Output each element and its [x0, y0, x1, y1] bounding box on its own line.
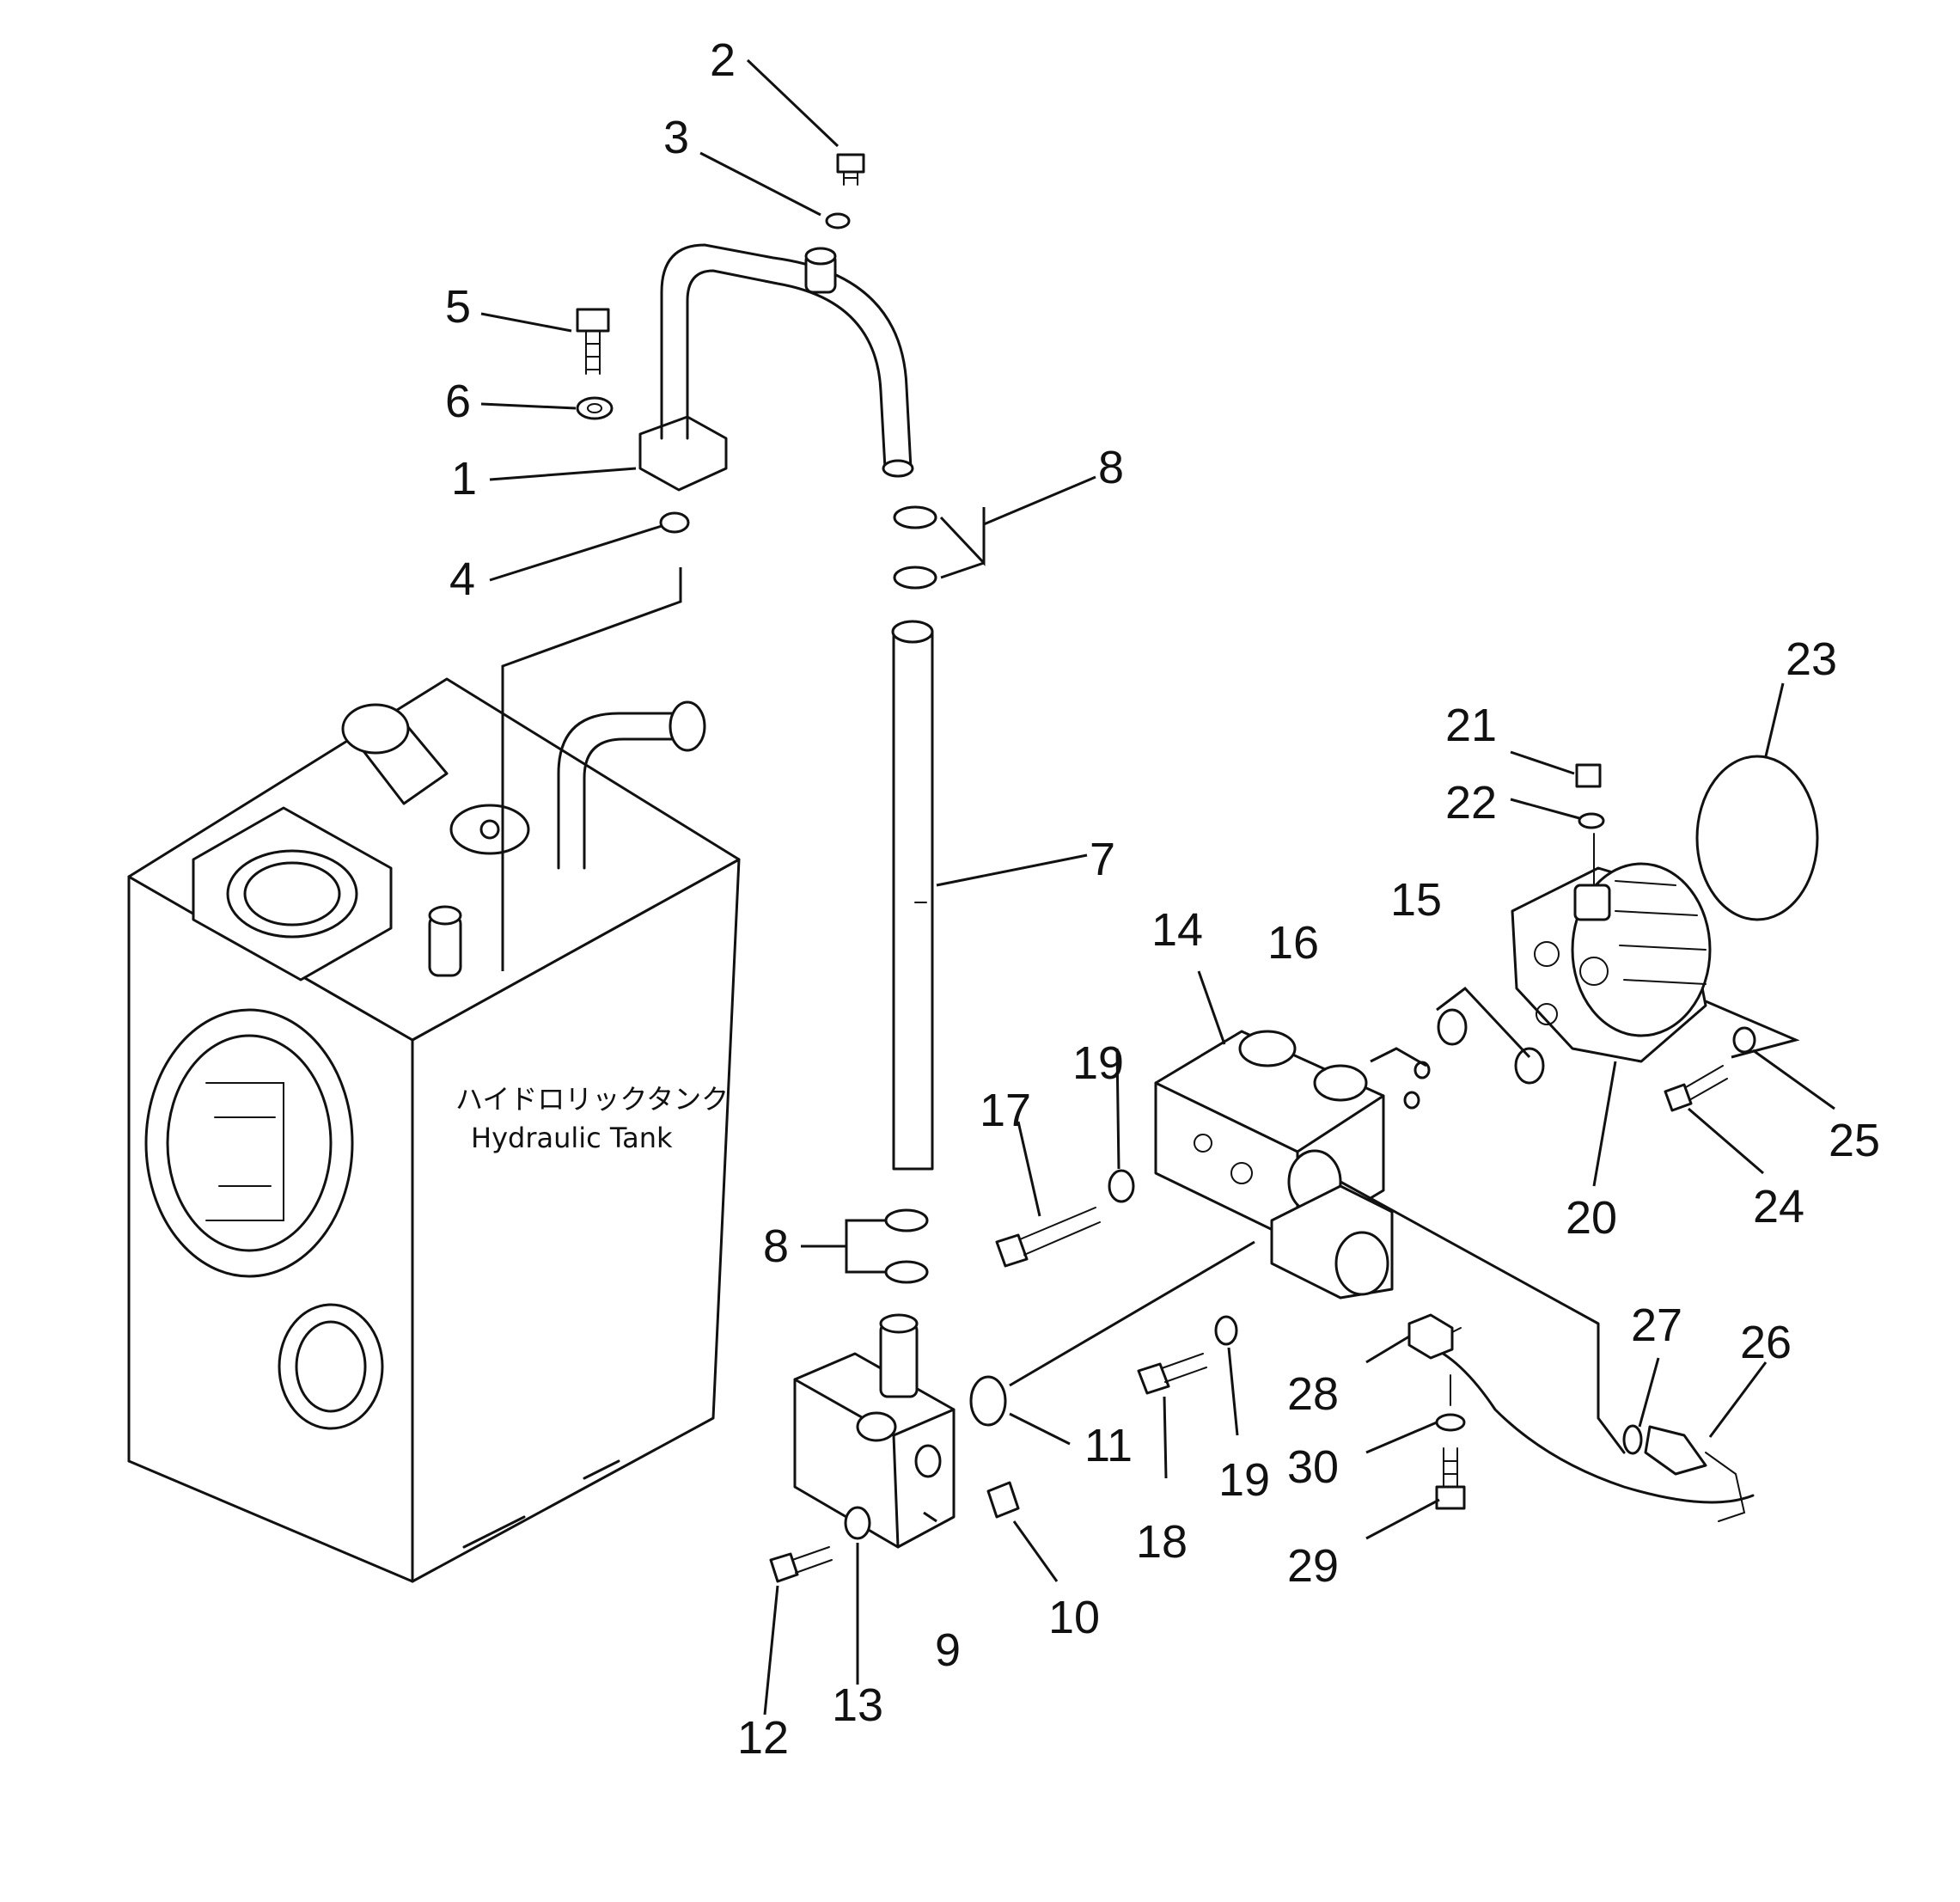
callout-19-upper: 19 [1072, 1037, 1124, 1089]
callout-21: 21 [1445, 700, 1497, 751]
callout-5: 5 [445, 281, 471, 333]
callout-20: 20 [1566, 1192, 1617, 1244]
callout-1: 1 [451, 453, 477, 505]
callout-3: 3 [663, 112, 689, 163]
callout-9: 9 [935, 1624, 961, 1676]
tank-label-japanese: ハイドロリックタンク [455, 1083, 729, 1116]
callout-numbers: 2 3 5 6 1 4 8 7 8 9 10 11 12 13 14 15 16… [445, 34, 1880, 1764]
tank-label: ハイドロリックタンク Hydraulic Tank [455, 1083, 729, 1154]
callout-7: 7 [1090, 834, 1115, 885]
callout-23: 23 [1786, 633, 1837, 685]
callout-28: 28 [1287, 1368, 1339, 1420]
callout-4: 4 [449, 553, 475, 605]
callout-2: 2 [710, 34, 736, 86]
callout-12: 12 [737, 1712, 789, 1764]
upper-pipe-assembly [576, 153, 937, 1284]
callout-30: 30 [1287, 1441, 1339, 1493]
callout-8-upper: 8 [1098, 442, 1124, 493]
callout-6: 6 [445, 376, 471, 427]
callout-22: 22 [1445, 777, 1497, 829]
callout-24: 24 [1753, 1181, 1804, 1232]
callout-27: 27 [1631, 1300, 1682, 1351]
callout-13: 13 [832, 1679, 883, 1731]
pump-assembly [1370, 755, 1819, 1112]
hydraulic-tank [127, 567, 741, 1583]
callout-16: 16 [1267, 917, 1319, 969]
callout-19-lower: 19 [1218, 1454, 1270, 1506]
callout-8-lower: 8 [763, 1220, 789, 1272]
callout-11: 11 [1084, 1420, 1133, 1471]
leader-lines [480, 58, 1835, 1715]
tank-label-english: Hydraulic Tank [471, 1122, 673, 1154]
callout-15: 15 [1390, 874, 1442, 926]
callout-14: 14 [1151, 904, 1203, 956]
callout-10: 10 [1048, 1592, 1100, 1643]
callout-26: 26 [1740, 1317, 1792, 1368]
sensor-assembly [1339, 1180, 1755, 1522]
block-assembly [769, 1313, 1020, 1583]
valve-body-assembly [995, 1030, 1394, 1395]
callout-17: 17 [980, 1085, 1031, 1136]
callout-29: 29 [1287, 1540, 1339, 1592]
callout-25: 25 [1829, 1115, 1880, 1166]
callout-18: 18 [1136, 1516, 1188, 1568]
